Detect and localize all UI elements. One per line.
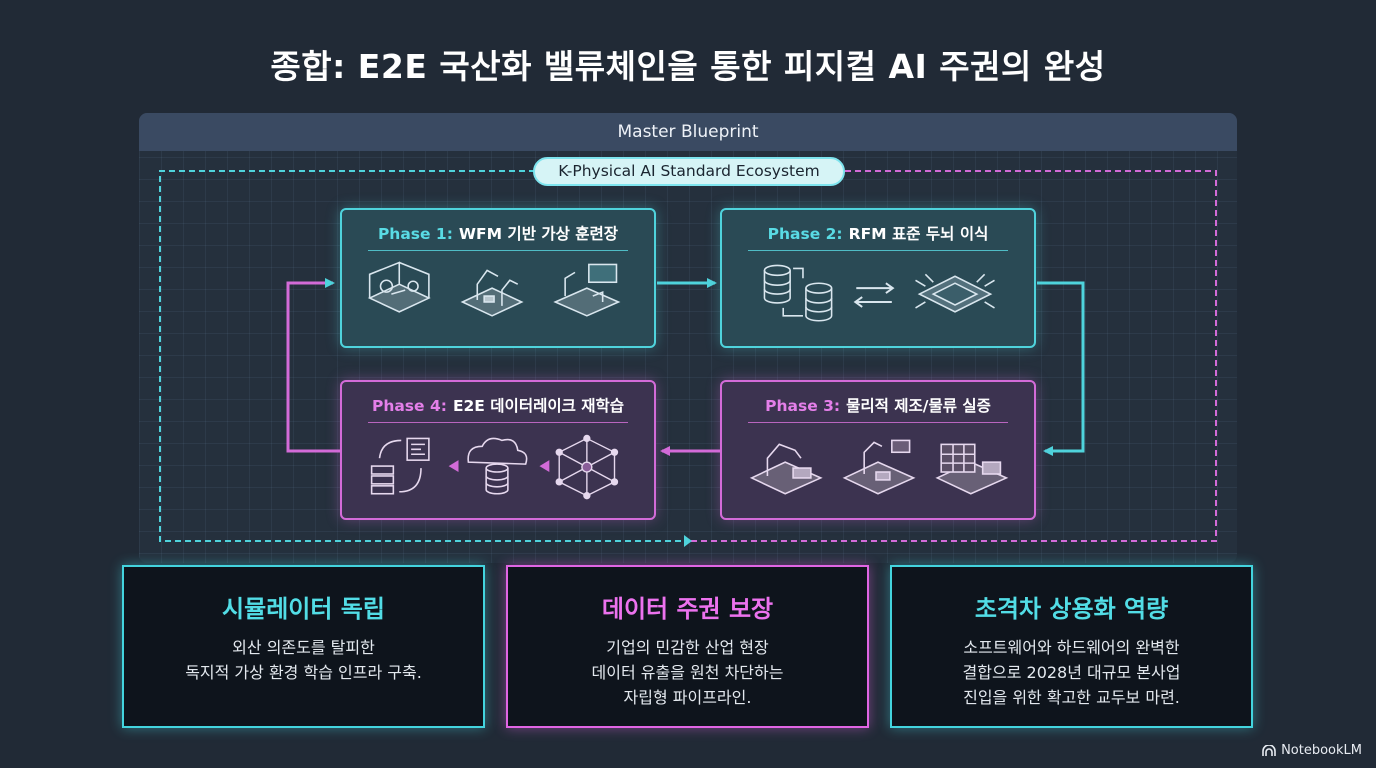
arrow-phase4-to-phase1 xyxy=(286,278,340,453)
card-body: 소프트웨어와 하드웨어의 완벽한 결합으로 2028년 대규모 본사업 진입을 … xyxy=(962,638,1181,707)
virtual-room-icon xyxy=(367,261,431,313)
database-sync-icon xyxy=(763,264,833,322)
transfer-arrows-icon xyxy=(853,282,895,308)
card-body: 외산 의존도를 탈피한 독지적 가상 환경 학습 인프라 구축. xyxy=(185,638,422,682)
arrow-phase2-to-phase3 xyxy=(1037,281,1085,456)
ai-chip-icon xyxy=(915,273,995,313)
notebooklm-watermark: NotebookLM xyxy=(1262,743,1362,758)
phase-4-title: Phase 4:E2E 데이터레이크 재학습 xyxy=(371,397,625,415)
phase-1-title: Phase 1:WFM 기반 가상 훈련장 xyxy=(377,225,619,243)
factory-line-icon xyxy=(842,439,916,495)
warehouse-icon xyxy=(935,443,1009,495)
phase-1-icons xyxy=(367,261,621,317)
card-title: 초격차 상용화 역량 xyxy=(974,595,1169,623)
cloud-database-icon xyxy=(467,437,528,495)
neural-network-icon xyxy=(555,434,619,500)
phase-4-icons xyxy=(370,434,619,500)
phase-4-box: Phase 4:E2E 데이터레이크 재학습 xyxy=(340,380,656,520)
page-title: 종합: E2E 국산화 밸류체인을 통한 피지컬 AI 주권의 완성 xyxy=(270,47,1106,86)
phase-2-icons xyxy=(763,264,995,322)
manufacturing-robot-icon xyxy=(749,443,823,495)
robot-arms-icon xyxy=(460,269,524,317)
blueprint-header: Master Blueprint xyxy=(139,113,1237,151)
card-body: 기업의 민감한 산업 현장 데이터 유출을 원천 차단하는 자립형 파이프라인. xyxy=(591,638,784,707)
data-cycle-icon xyxy=(370,437,430,495)
phase-2-box: Phase 2:RFM 표준 두뇌 이식 xyxy=(720,208,1036,348)
card-title: 데이터 주권 보장 xyxy=(601,595,774,623)
phase-3-box: Phase 3:물리적 제조/물류 실증 xyxy=(720,380,1036,520)
ecosystem-border-right xyxy=(690,170,1217,542)
card-title: 시뮬레이터 독립 xyxy=(222,595,385,623)
ecosystem-label: K-Physical AI Standard Ecosystem xyxy=(533,157,845,186)
phase-3-title: Phase 3:물리적 제조/물류 실증 xyxy=(765,397,991,415)
phase-3-icons xyxy=(749,439,1009,495)
workstation-icon xyxy=(553,263,621,317)
phase-1-box: Phase 1:WFM 기반 가상 훈련장 xyxy=(340,208,656,348)
phase-2-title: Phase 2:RFM 표준 두뇌 이식 xyxy=(767,225,989,243)
card-simulator-independence: 시뮬레이터 독립 외산 의존도를 탈피한 독지적 가상 환경 학습 인프라 구축… xyxy=(120,563,487,730)
notebooklm-logo-icon xyxy=(1262,744,1276,756)
master-blueprint-panel: Master Blueprint xyxy=(139,113,1237,563)
card-commercialization-capability: 초격차 상용화 역량 소프트웨어와 하드웨어의 완벽한 결합으로 2028년 대… xyxy=(888,563,1255,730)
ecosystem-border-left xyxy=(159,170,690,542)
card-data-sovereignty: 데이터 주권 보장 기업의 민감한 산업 현장 데이터 유출을 원천 차단하는 … xyxy=(504,563,871,730)
